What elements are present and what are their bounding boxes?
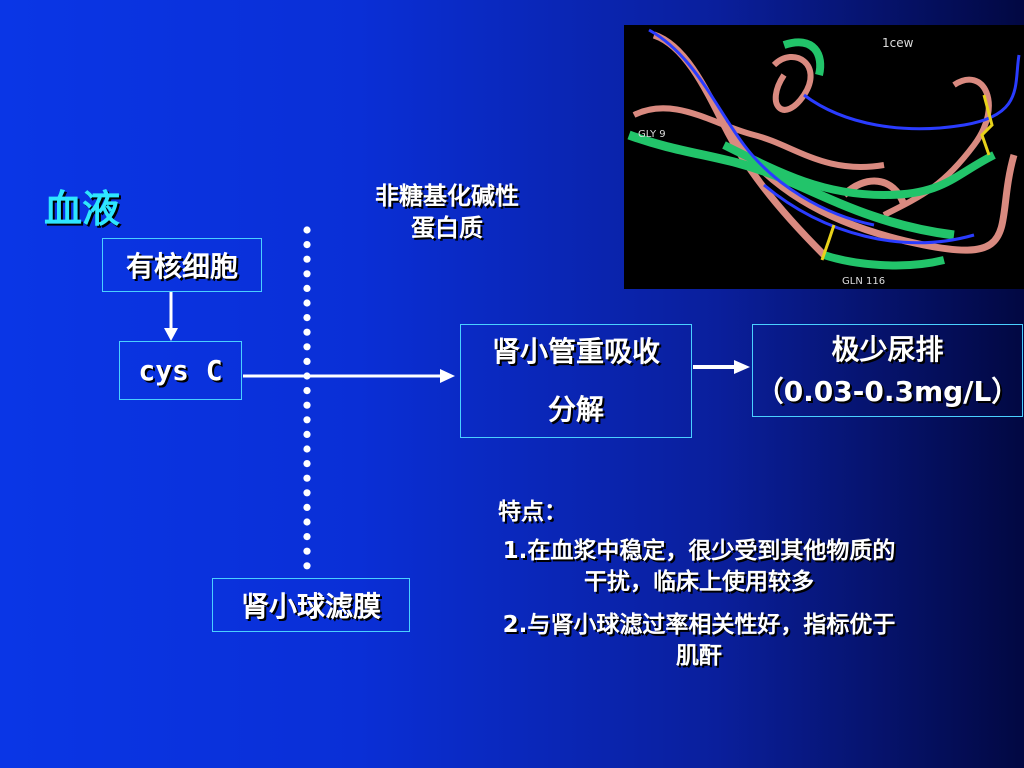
membrane-dot — [303, 255, 311, 263]
membrane-dot — [303, 518, 311, 526]
membrane-dot — [303, 533, 311, 541]
protein-id-label: 1cew — [882, 36, 914, 50]
membrane-dot — [303, 241, 311, 249]
ribbon-green-4 — [822, 251, 945, 270]
membrane-dot — [303, 299, 311, 307]
excretion-label-line-2: （0.03-0.3mg/L） — [755, 374, 1020, 408]
residue-label-gly9: GLY 9 — [638, 129, 666, 140]
ribbon-green-3 — [782, 38, 825, 76]
blood-title: 血液 — [44, 187, 121, 231]
nucleated-cells-box: 有核细胞 — [102, 238, 262, 292]
ribbon-blue-2 — [803, 54, 1021, 131]
membrane-dot — [303, 284, 311, 292]
residue-label-gln116: GLN 116 — [842, 276, 885, 287]
features-section: 特点： 1.在血浆中稳定，很少受到其他物质的干扰，临床上使用较多 2.与肾小球滤… — [494, 497, 914, 684]
membrane-dot — [303, 445, 311, 453]
protein-structure-image: 1cew GLY 9 GLN 116 — [624, 25, 1024, 289]
ribbon-green-2 — [722, 141, 996, 200]
excretion-label-line-1: 极少尿排 — [831, 332, 944, 366]
membrane-dot — [303, 343, 311, 351]
glomerular-membrane-label: 肾小球滤膜 — [240, 590, 381, 623]
cys-c-box: cys C — [119, 341, 242, 400]
feature-item-1: 1.在血浆中稳定，很少受到其他物质的干扰，临床上使用较多 — [502, 538, 896, 595]
membrane-dot — [303, 547, 311, 555]
membrane-dot — [303, 430, 311, 438]
ribbon-blue-3 — [763, 183, 975, 245]
nucleated-cells-label: 有核细胞 — [125, 250, 238, 283]
membrane-dot — [303, 562, 311, 570]
tubule-reabsorption-box: 肾小管重吸收 分解 — [460, 324, 692, 438]
membrane-dot — [303, 401, 311, 409]
membrane-dot — [303, 460, 311, 468]
features-title: 特点： — [498, 499, 567, 525]
protein-description-line-1: 非糖基化碱性 — [375, 182, 519, 210]
bond-yellow-1 — [980, 94, 994, 156]
membrane-dot — [303, 270, 311, 278]
membrane-dot — [303, 474, 311, 482]
protein-description: 非糖基化碱性 蛋白质 — [340, 180, 554, 244]
urine-excretion-box: 极少尿排 （0.03-0.3mg/L） — [752, 324, 1023, 417]
ribbon-blue-1 — [648, 28, 875, 227]
membrane-dot — [303, 328, 311, 336]
feature-item-2: 2.与肾小球滤过率相关性好，指标优于肌酐 — [502, 612, 896, 669]
membrane-dot — [303, 226, 311, 234]
arrowhead-nucleated-to-cysc — [164, 328, 178, 341]
tubule-label-line-2: 分解 — [547, 393, 604, 426]
membrane-dot — [303, 489, 311, 497]
ribbon-pink-4 — [882, 76, 992, 218]
membrane-dotted-line — [303, 226, 311, 570]
membrane-dot — [303, 416, 311, 424]
arrowhead-tubule-to-excretion — [734, 360, 750, 374]
membrane-dot — [303, 314, 311, 322]
membrane-dot — [303, 503, 311, 511]
glomerular-membrane-box: 肾小球滤膜 — [212, 578, 410, 632]
cys-c-label: cys C — [138, 354, 223, 387]
membrane-dot — [303, 387, 311, 395]
arrowhead-cysc-to-tubule — [440, 369, 455, 383]
tubule-label-line-1: 肾小管重吸收 — [491, 335, 660, 368]
membrane-dot — [303, 372, 311, 380]
bond-yellow-2 — [820, 224, 836, 261]
membrane-dot — [303, 357, 311, 365]
protein-description-line-2: 蛋白质 — [411, 214, 483, 242]
ribbon-pink-2 — [632, 105, 885, 170]
